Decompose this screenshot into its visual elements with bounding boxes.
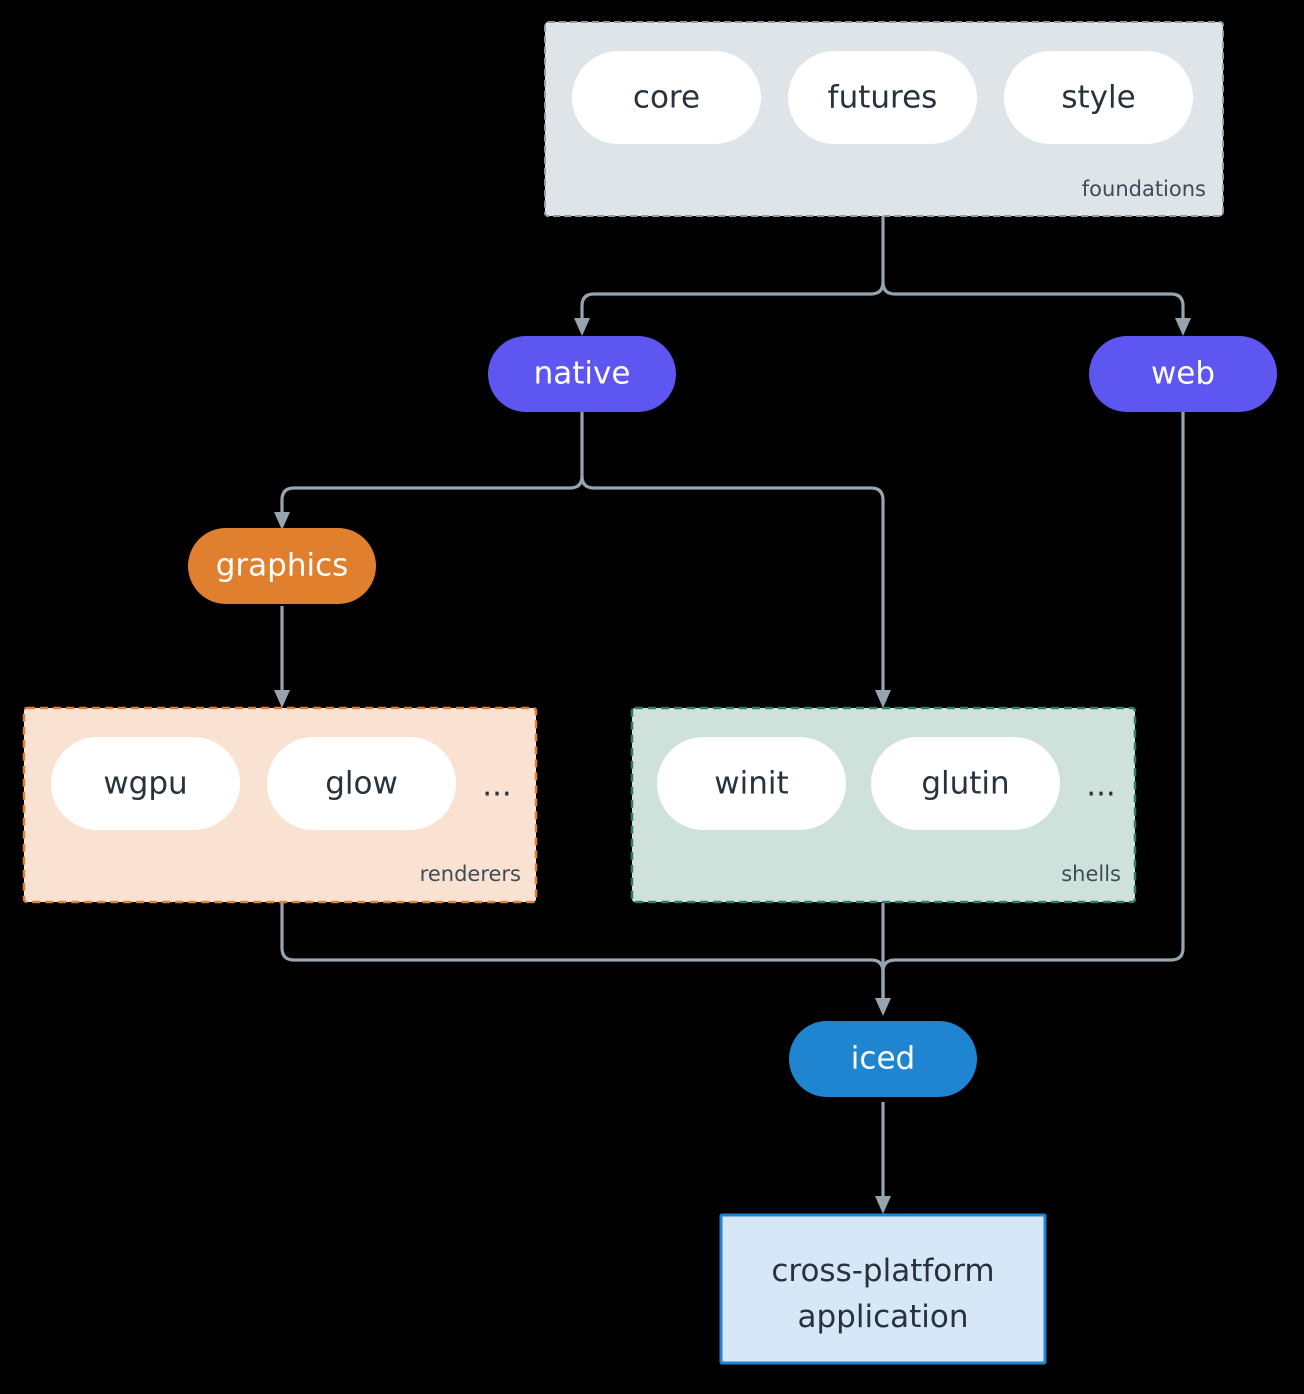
node-web-label: web <box>1151 356 1215 392</box>
node-native[interactable]: native <box>488 336 676 412</box>
edge-renderers-iced <box>280 903 885 1000</box>
arrowhead-shells <box>875 690 891 708</box>
arrowhead-web <box>1175 318 1191 336</box>
node-application-label-line2: application <box>798 1299 969 1335</box>
edge-native-split <box>280 412 584 514</box>
node-graphics[interactable]: graphics <box>188 528 376 604</box>
node-style-label: style <box>1061 80 1135 116</box>
group-foundations[interactable]: core futures style foundations <box>544 21 1224 217</box>
node-glutin[interactable]: glutin <box>871 737 1060 830</box>
group-foundations-label: foundations <box>1082 177 1206 201</box>
group-shells[interactable]: winit glutin ... shells <box>630 706 1137 904</box>
node-renderers-more-label: ... <box>482 768 512 804</box>
node-shells-more-label: ... <box>1086 768 1116 804</box>
node-winit-shape <box>657 737 846 830</box>
node-glutin-shape <box>871 737 1060 830</box>
node-core[interactable]: core <box>572 51 761 144</box>
node-style-shape <box>1004 51 1193 144</box>
edge-web-iced <box>881 412 1185 1000</box>
node-glow-shape <box>267 737 456 830</box>
node-native-shape <box>488 336 676 412</box>
node-native-label: native <box>534 356 631 392</box>
node-futures-shape <box>788 51 977 144</box>
node-application-label-line1: cross-platform <box>771 1253 994 1289</box>
group-renderers[interactable]: wgpu glow ... renderers <box>22 706 538 904</box>
node-iced-shape <box>789 1021 977 1097</box>
node-glow-label: glow <box>325 766 398 802</box>
node-core-label: core <box>633 80 700 116</box>
node-graphics-shape <box>188 528 376 604</box>
node-wgpu-label: wgpu <box>103 766 187 802</box>
node-style[interactable]: style <box>1004 51 1193 144</box>
arrowhead-application <box>875 1196 891 1214</box>
edge-layer <box>274 216 1191 1214</box>
node-glow[interactable]: glow <box>267 737 456 830</box>
edge-foundations-web <box>881 281 1185 320</box>
node-futures-label: futures <box>828 80 938 116</box>
node-application-shape <box>719 1213 1047 1365</box>
arrowhead-graphics <box>274 512 290 530</box>
node-iced-label: iced <box>851 1041 915 1077</box>
node-iced[interactable]: iced <box>789 1021 977 1097</box>
edge-native-shells <box>580 475 885 692</box>
node-glutin-label: glutin <box>921 766 1009 802</box>
node-winit-label: winit <box>714 766 788 802</box>
edge-foundations-split <box>580 216 885 320</box>
node-wgpu[interactable]: wgpu <box>51 737 240 830</box>
node-application[interactable]: cross-platform application <box>719 1213 1047 1365</box>
group-renderers-label: renderers <box>420 862 521 886</box>
arrowhead-renderers <box>274 690 290 708</box>
node-graphics-label: graphics <box>216 548 349 584</box>
node-core-shape <box>572 51 761 144</box>
arrowhead-native <box>574 318 590 336</box>
arrowhead-iced <box>875 998 891 1016</box>
node-futures[interactable]: futures <box>788 51 977 144</box>
node-web[interactable]: web <box>1089 336 1277 412</box>
node-wgpu-shape <box>51 737 240 830</box>
node-winit[interactable]: winit <box>657 737 846 830</box>
node-web-shape <box>1089 336 1277 412</box>
group-shells-label: shells <box>1061 862 1121 886</box>
